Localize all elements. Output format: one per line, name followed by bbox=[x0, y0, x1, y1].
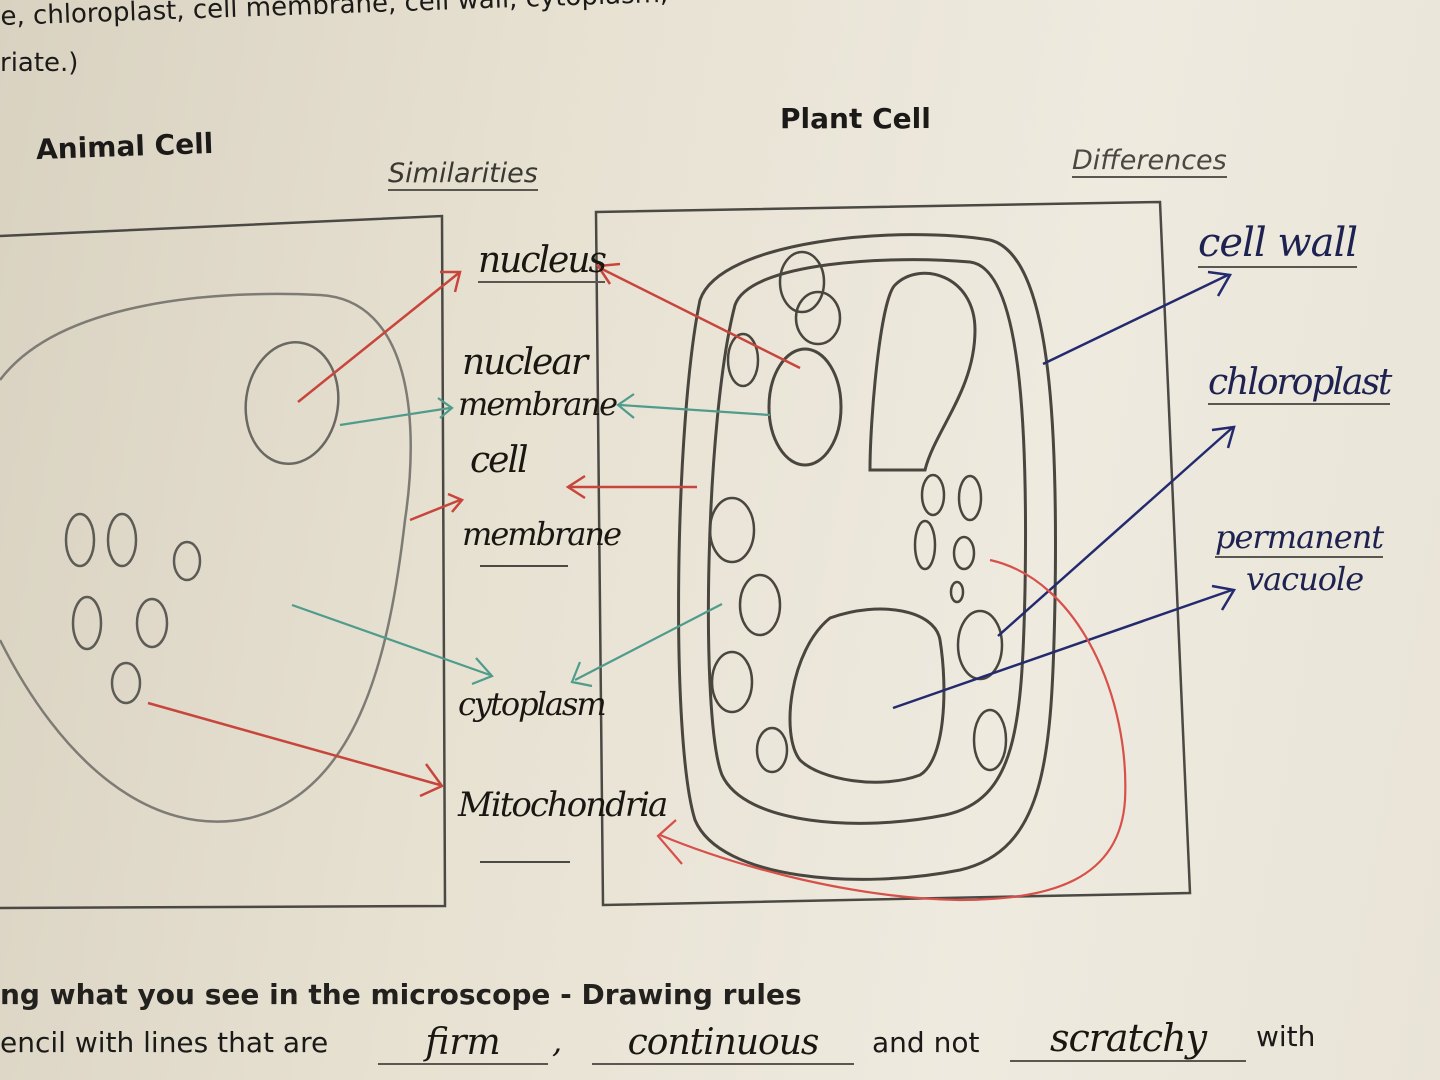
plant-cell-wall bbox=[677, 233, 1058, 881]
rule-line-suffix: with bbox=[1256, 1020, 1316, 1053]
similarity-cytoplasm: cytoplasm bbox=[458, 685, 607, 723]
rule-line-prefix: encil with lines that are bbox=[0, 1026, 329, 1059]
animal-cell-membrane bbox=[0, 292, 412, 823]
pink-curved-arrow bbox=[659, 558, 1127, 902]
plant-nucleus bbox=[767, 347, 843, 467]
plant-organelles bbox=[708, 250, 1008, 774]
blue-arrows bbox=[892, 270, 1237, 710]
rule-line: encil with lines that are firm , continu… bbox=[0, 1016, 1440, 1080]
similarity-membrane-1: membrane bbox=[458, 385, 618, 423]
plant-cell-title: Plant Cell bbox=[780, 102, 931, 135]
similarity-nuclear: nuclear bbox=[462, 342, 588, 383]
red-arrows bbox=[147, 262, 801, 798]
difference-vacuole: vacuole bbox=[1246, 560, 1364, 598]
plant-cell-membrane bbox=[706, 258, 1028, 825]
plant-chloroplast-large bbox=[868, 271, 977, 472]
pink-arrowhead bbox=[656, 819, 683, 865]
similarity-membrane-2: membrane bbox=[462, 515, 622, 553]
similarity-nucleus: nucleus bbox=[478, 240, 607, 283]
rule-blank-continuous: continuous bbox=[592, 1022, 854, 1065]
difference-permanent: permanent bbox=[1215, 518, 1384, 558]
instruction-line-2: riate.) bbox=[0, 48, 79, 78]
rule-blank-firm: firm bbox=[378, 1022, 548, 1065]
teal-arrows bbox=[291, 393, 771, 688]
similarity-cell: cell bbox=[470, 440, 528, 481]
animal-cell-frame bbox=[0, 214, 447, 910]
plant-cell-frame bbox=[594, 200, 1192, 907]
animal-nucleus bbox=[244, 341, 340, 465]
difference-cell-wall: cell wall bbox=[1198, 220, 1358, 268]
differences-heading: Differences bbox=[1072, 145, 1227, 178]
drawing-rules-heading: ng what you see in the microscope - Draw… bbox=[0, 978, 802, 1011]
animal-mitochondria bbox=[64, 512, 202, 705]
similarity-mitochondria: Mitochondria bbox=[458, 785, 668, 825]
rule-separator: , bbox=[552, 1022, 563, 1060]
rule-blank-scratchy: scratchy bbox=[1010, 1016, 1246, 1062]
plant-vacuole bbox=[788, 607, 946, 784]
rule-middle-text: and not bbox=[872, 1026, 980, 1059]
difference-chloroplast: chloroplast bbox=[1208, 362, 1392, 405]
similarities-heading: Similarities bbox=[388, 158, 538, 191]
